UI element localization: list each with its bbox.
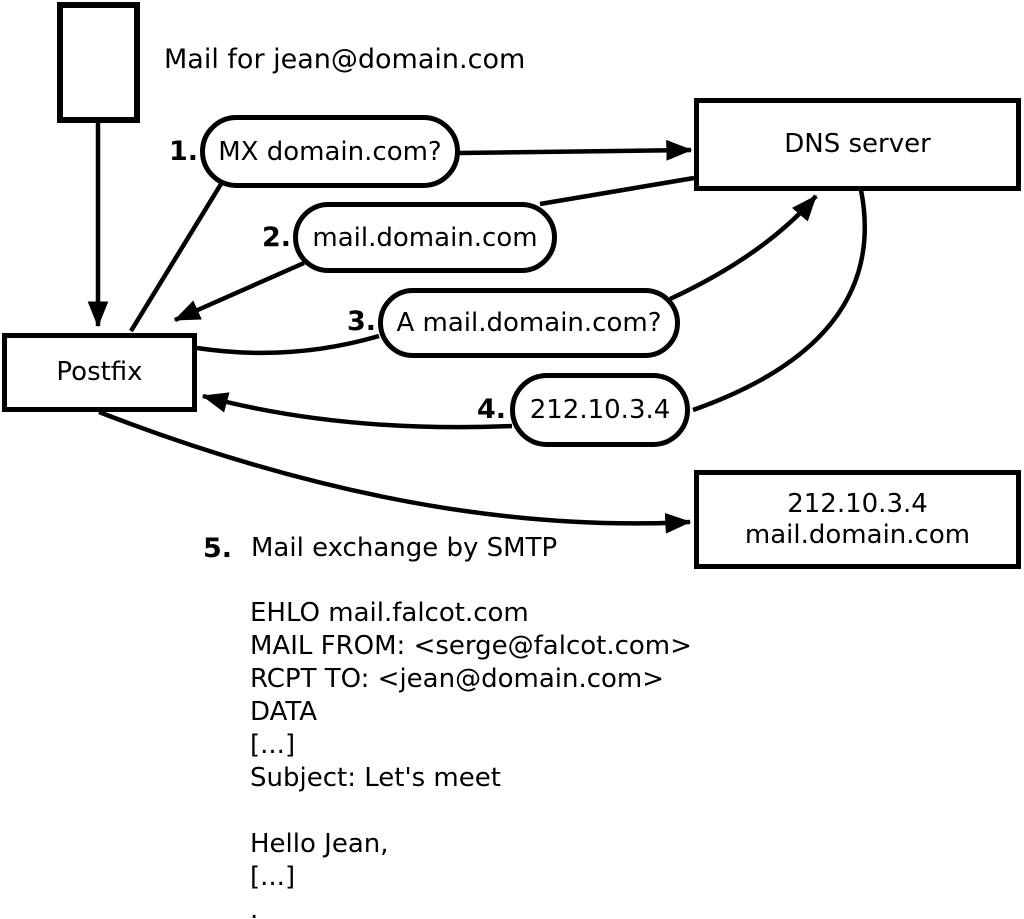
step-number-4: 4.: [476, 394, 506, 425]
postfix-label: Postfix: [56, 357, 143, 387]
mail-server-hostname: mail.domain.com: [744, 519, 971, 550]
line-postfix-to-query3: [196, 333, 380, 356]
arrow-smtp-postfix-to-mailserver: [98, 409, 692, 534]
arrow-response4-to-postfix: [201, 392, 513, 430]
mail-envelope: [57, 2, 140, 123]
response-bubble-2: mail.domain.com: [293, 202, 557, 273]
arrow-query1-to-dns: [458, 139, 693, 161]
smtp-line: DATA: [250, 697, 317, 727]
smtp-line: [250, 795, 692, 828]
query-bubble-3-label: A mail.domain.com?: [396, 308, 662, 338]
mail-server-ip: 212.10.3.4: [787, 488, 928, 519]
smtp-line: Hello Jean,: [250, 829, 389, 859]
step-5-label: Mail exchange by SMTP: [251, 533, 558, 563]
step-number-1: 1.: [168, 136, 198, 167]
line-dns-to-response2: [539, 175, 695, 207]
smtp-line: [...]: [250, 730, 296, 760]
smtp-line: RCPT TO: <jean@domain.com>: [250, 664, 665, 694]
dns-server-label: DNS server: [784, 129, 931, 159]
arrow-query3-to-dns: [669, 194, 818, 302]
response-bubble-2-label: mail.domain.com: [312, 222, 538, 253]
response-bubble-4: 212.10.3.4: [510, 373, 690, 447]
smtp-session-text: EHLO mail.falcot.com MAIL FROM: <serge@f…: [250, 597, 692, 919]
smtp-line: EHLO mail.falcot.com: [250, 598, 529, 628]
step-number-5: 5.: [202, 533, 232, 564]
query-bubble-1: MX domain.com?: [200, 115, 460, 188]
query-bubble-1-label: MX domain.com?: [218, 136, 442, 167]
mail-note: Mail for jean@domain.com: [164, 44, 526, 75]
mail-server-box: 212.10.3.4 mail.domain.com: [694, 470, 1021, 569]
line-postfix-to-query1: [129, 182, 223, 333]
smtp-line: .: [250, 895, 259, 919]
response-bubble-4-label: 212.10.3.4: [529, 395, 671, 425]
step-number-3: 3.: [346, 306, 376, 337]
dns-server-box: DNS server: [694, 98, 1021, 191]
postfix-box: Postfix: [2, 333, 197, 412]
arrow-response2-to-postfix: [173, 260, 305, 323]
smtp-line: MAIL FROM: <serge@falcot.com>: [250, 631, 692, 661]
line-dns-to-response4: [692, 189, 868, 413]
smtp-line: [...]: [250, 862, 296, 892]
query-bubble-3: A mail.domain.com?: [378, 288, 680, 358]
step-number-2: 2.: [261, 222, 291, 253]
smtp-line: Subject: Let's meet: [250, 763, 501, 793]
